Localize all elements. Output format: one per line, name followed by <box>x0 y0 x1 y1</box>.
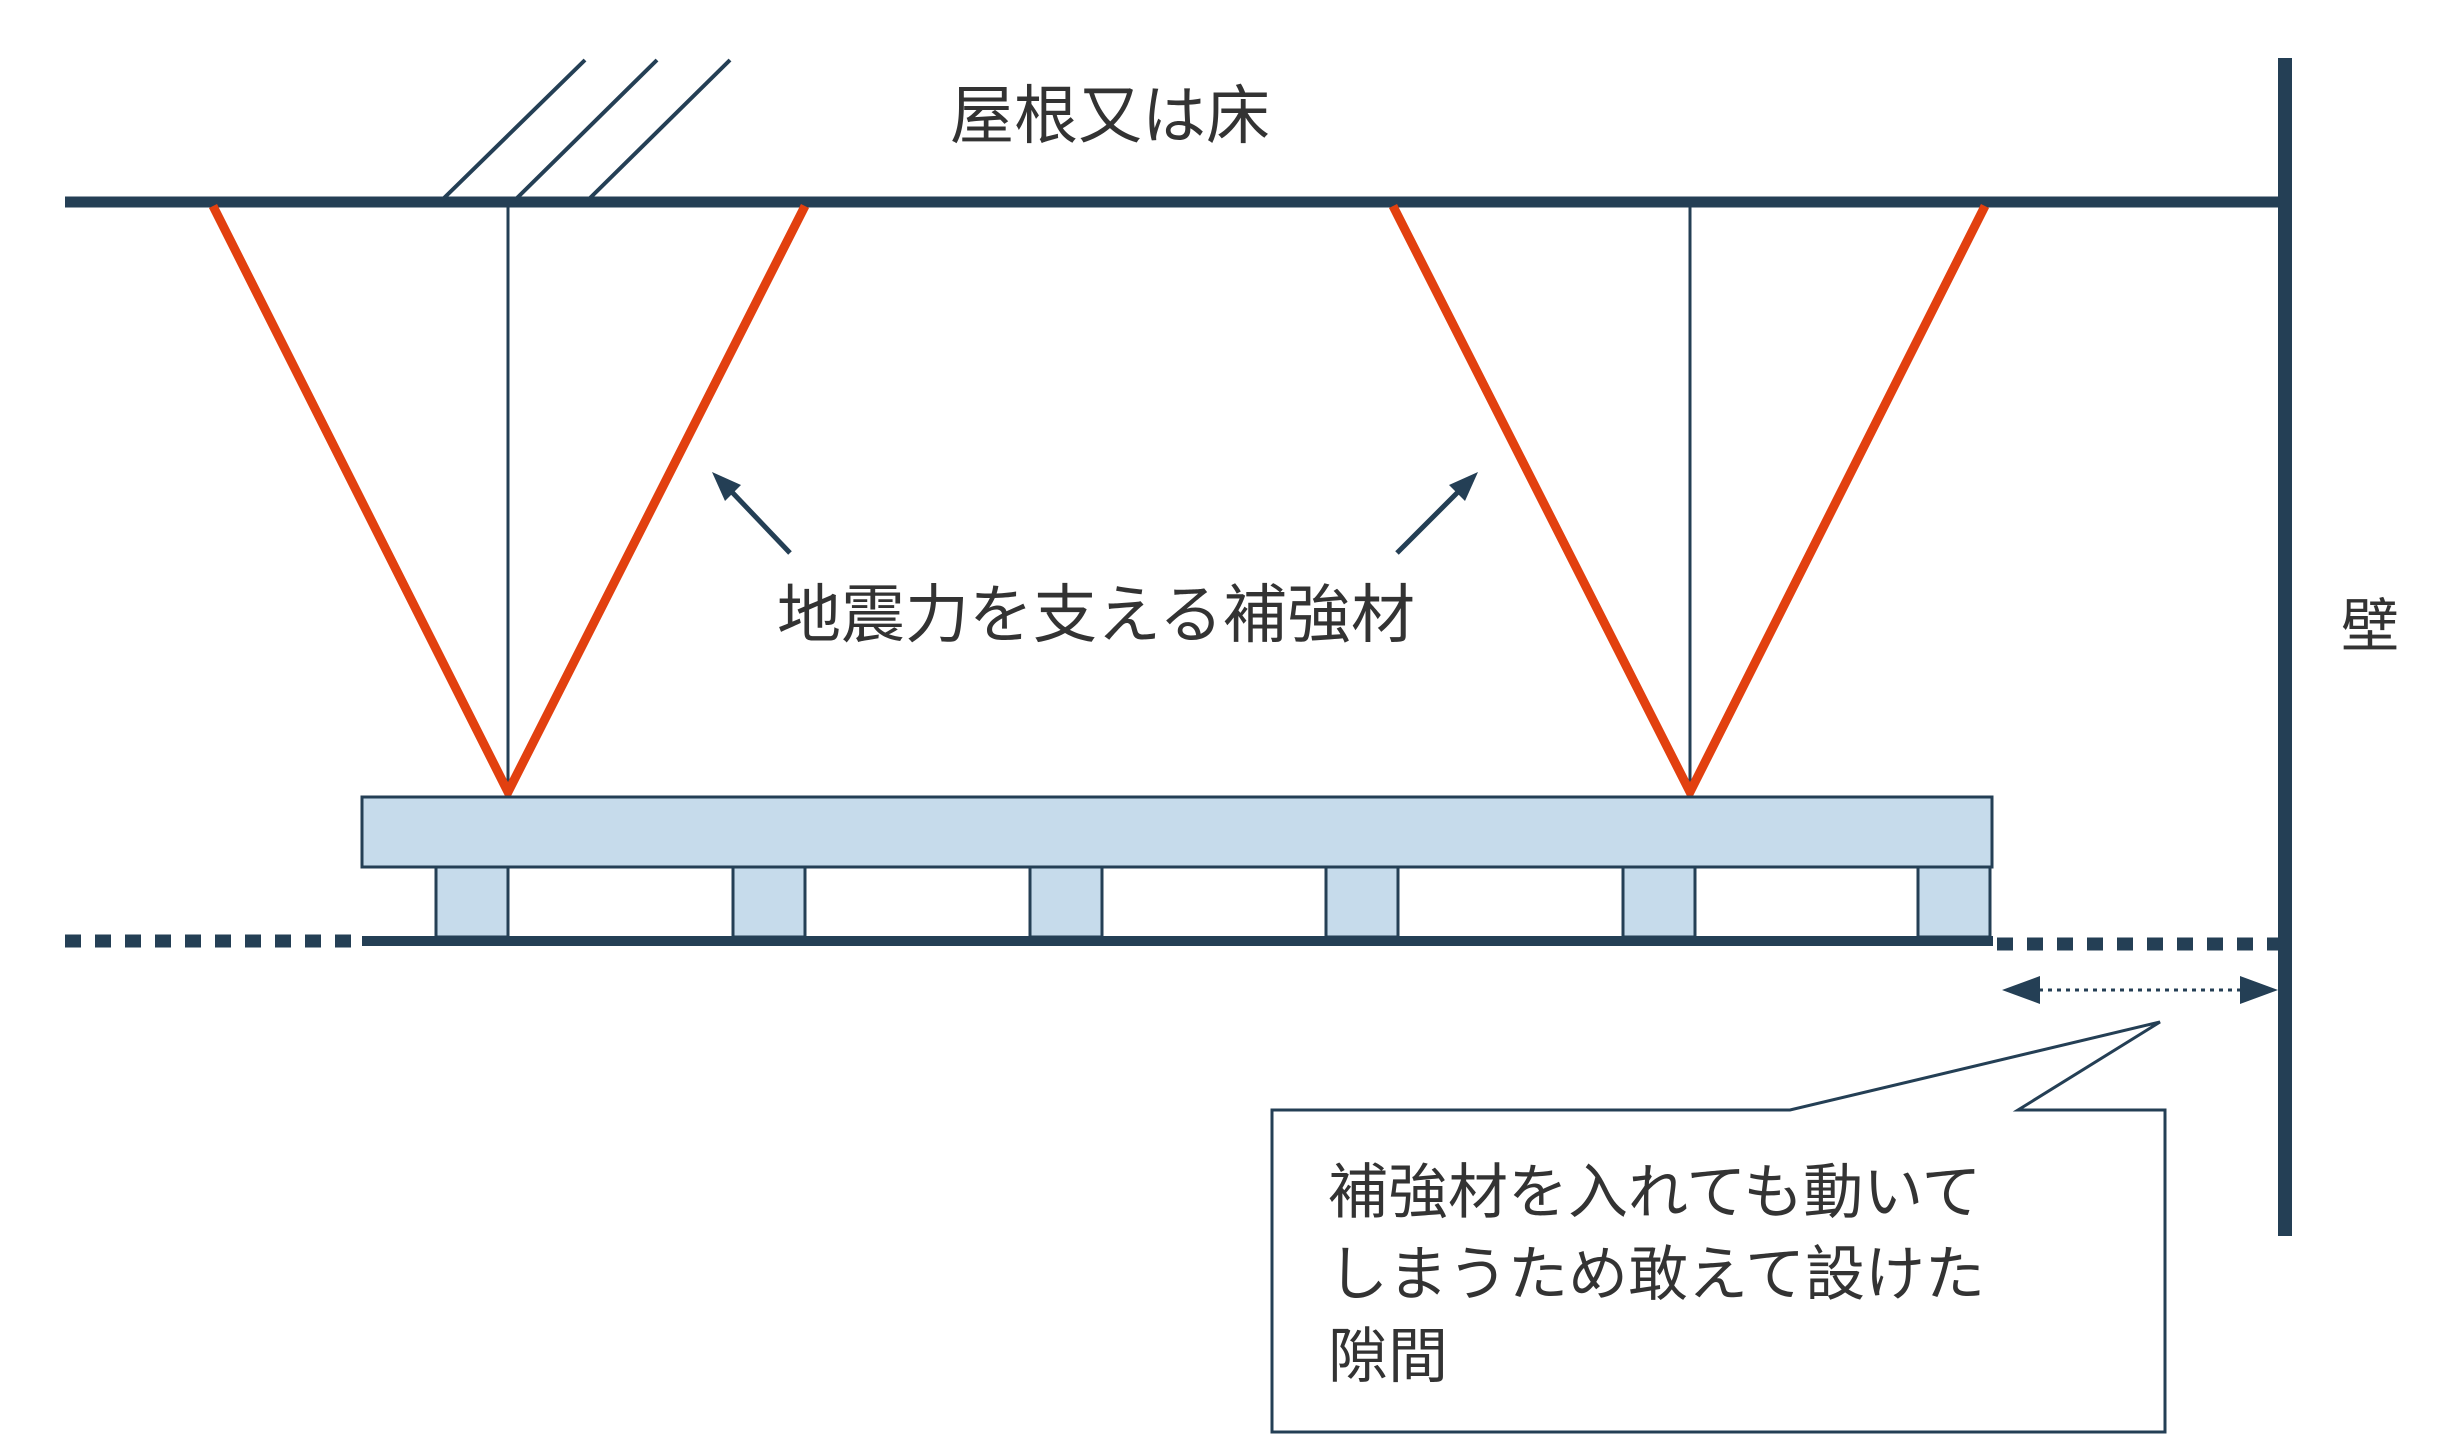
callout-line: 補強材を入れても動いて <box>1328 1158 1981 1228</box>
wall-label: 壁 <box>2341 592 2399 660</box>
gap-dimension <box>2002 976 2278 1004</box>
brace-arrow-right <box>1395 472 1478 555</box>
callout-box <box>1270 1020 2167 1434</box>
roof-hatch <box>440 58 732 202</box>
brace-right <box>1388 203 1990 802</box>
callout-line: 隙間 <box>1328 1322 1448 1392</box>
roof-label: 屋根又は床 <box>950 80 1270 154</box>
callout-line: しまうため敢えて設けた <box>1328 1240 1985 1310</box>
brace-label: 地震力を支える補強材 <box>777 579 1415 653</box>
brace-left <box>208 203 810 802</box>
ceiling-panel <box>360 795 1994 869</box>
ceiling-supports <box>434 865 1992 939</box>
brace-arrow-left <box>712 472 792 555</box>
callout-text: 補強材を入れても動いて しまうため敢えて設けた 隙間 <box>1328 1158 1985 1392</box>
